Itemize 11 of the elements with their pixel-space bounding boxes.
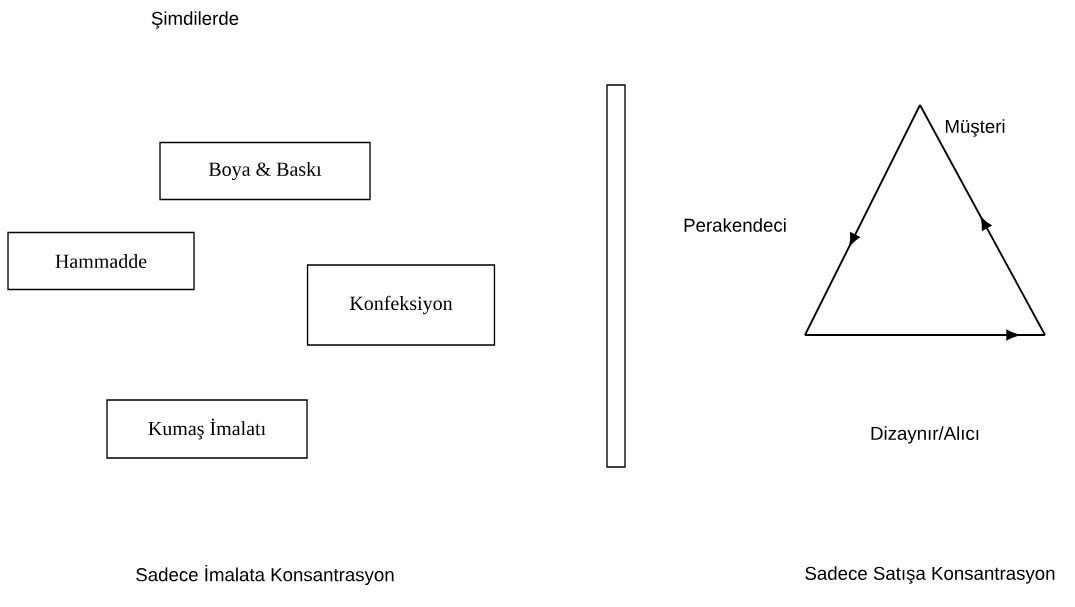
text-label: Dizaynır/Alıcı <box>868 424 982 446</box>
process-box: Konfeksiyon <box>306 264 496 346</box>
process-box: Kumaş İmalatı <box>106 399 308 459</box>
text-label: Perakendeci <box>681 216 789 234</box>
caption-text: Sadece İmalata Konsantrasyon <box>133 563 397 587</box>
text-label: Müşteri <box>943 117 1007 139</box>
process-box: Hammadde <box>7 231 195 291</box>
divider-bar <box>606 84 626 468</box>
process-box: Boya & Baskı <box>159 141 371 201</box>
title: Şimdilerde <box>151 11 239 29</box>
caption-text: Sadece Satışa Konsantrasyon <box>803 564 1057 586</box>
